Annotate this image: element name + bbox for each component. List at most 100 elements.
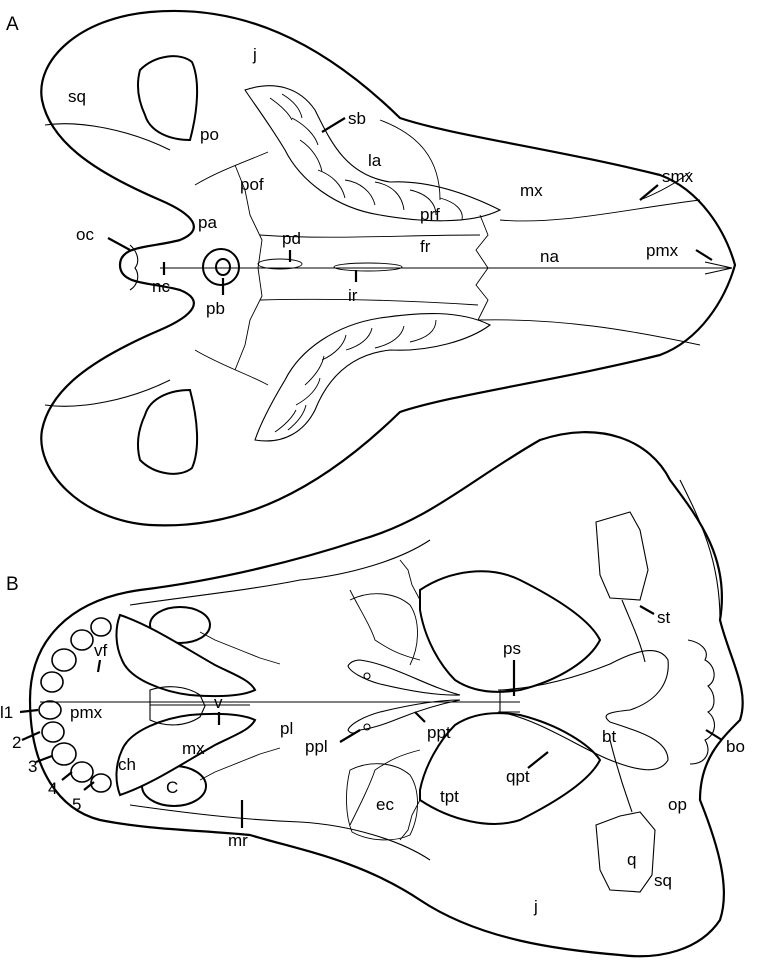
label-pl: pl: [280, 719, 293, 738]
right-orbit: [254, 312, 492, 442]
jugal-arch-ventral-upper: [399, 559, 421, 601]
squamosal-edge-b: [679, 479, 721, 621]
leader-5: [83, 781, 95, 791]
label-tpt: tpt: [440, 787, 459, 806]
choana-lower: [115, 712, 257, 797]
right-supraorbital-sutures: [274, 319, 437, 433]
subtemporal-fossa-upper: [419, 570, 602, 693]
tooth-c: [51, 648, 77, 672]
label-l1: l1: [0, 703, 13, 722]
frontal-line-upper: [259, 234, 481, 238]
label-la: la: [368, 151, 382, 170]
quadrate-block: [595, 811, 656, 893]
left-temporal-fenestra: [136, 55, 199, 142]
snout-tip: [704, 261, 733, 275]
label-sq-b: sq: [654, 871, 672, 890]
transverse-suture-upper: [349, 589, 421, 661]
leader-qpt: [527, 751, 549, 769]
quadrate-ramus: [609, 739, 633, 813]
leader-4: [61, 771, 73, 781]
postorbital-suture-lower: [194, 349, 269, 386]
label-ps: ps: [503, 639, 521, 658]
tooth-b: [70, 629, 94, 651]
label-pmx-a: pmx: [646, 241, 679, 260]
transverse-suture-lower: [349, 749, 421, 826]
ventral-view: B st ps vf l1 pmx v pl ppl ppt bt bo 2 3…: [0, 431, 745, 958]
label-st: st: [657, 608, 671, 627]
label-ir: ir: [348, 286, 358, 305]
pineal-boss-outer: [202, 248, 240, 286]
palatine-process-upper: [347, 659, 461, 696]
palatine-suture-upper: [199, 631, 281, 665]
label-sq-a: sq: [68, 87, 86, 106]
panel-label-a: A: [6, 14, 19, 35]
vomer: [149, 686, 206, 726]
label-po: po: [200, 125, 219, 144]
tooth-l1: [38, 700, 62, 720]
label-prf: prf: [420, 205, 440, 224]
label-op: op: [668, 795, 687, 814]
label-pb: pb: [206, 299, 225, 318]
leader-pmx-a: [695, 249, 713, 261]
leader-ppt: [414, 711, 426, 723]
label-t3: 3: [28, 757, 37, 776]
label-ppl: ppl: [305, 737, 328, 756]
label-oc: oc: [76, 225, 94, 244]
dorsal-view: A j sq po sb la pof mx smx prf oc pa pd …: [6, 9, 737, 527]
label-t2: 2: [12, 733, 21, 752]
basicranium: [499, 650, 669, 771]
tooth-2: [41, 721, 65, 743]
upper-ectopterygoid-outline: [349, 593, 418, 666]
tooth-3: [51, 742, 77, 766]
ventral-skull-outline: [28, 431, 744, 958]
maxilla-lateral-margin-lower: [129, 804, 431, 861]
label-t4: 4: [48, 779, 57, 798]
jugal-arch-ventral-lower: [399, 799, 421, 841]
label-nc: nc: [152, 277, 170, 296]
maxilla-nasal-lower: [477, 319, 701, 346]
tooth-a: [90, 617, 112, 637]
frontal-nasal-suture: [475, 214, 489, 321]
label-smx: smx: [662, 167, 694, 186]
label-sb: sb: [348, 109, 366, 128]
palatine-foramen-upper: [363, 672, 371, 680]
label-mx-a: mx: [520, 181, 543, 200]
label-qpt: qpt: [506, 767, 530, 786]
maxilla-lateral-margin-upper: [129, 539, 431, 606]
choana-upper: [115, 613, 257, 698]
stapes-block: [595, 511, 649, 601]
label-c: C: [166, 778, 178, 797]
frontal-line-lower: [259, 298, 479, 306]
label-na: na: [540, 247, 559, 266]
right-squamosal-edge: [44, 379, 171, 407]
label-pa: pa: [198, 213, 217, 232]
leader-2: [21, 730, 41, 742]
label-j-b: j: [533, 897, 538, 916]
interorbital-ridge: [333, 262, 403, 272]
occipital-margin: [687, 639, 715, 765]
label-j-a: j: [252, 45, 257, 64]
leader-l1: [19, 708, 39, 714]
leader-st: [639, 605, 655, 615]
panel-label-b: B: [6, 574, 19, 595]
palatine-suture-lower: [199, 747, 281, 781]
parietal-frontal-suture: [234, 164, 263, 371]
label-pof: pof: [240, 175, 264, 194]
label-vf: vf: [94, 641, 108, 660]
leader-bo: [705, 729, 723, 741]
occipital-notch: [129, 244, 139, 291]
right-temporal-fenestra: [136, 388, 199, 475]
leader-oc: [107, 237, 131, 251]
septomaxilla-line: [639, 171, 691, 201]
label-ppt: ppt: [427, 723, 451, 742]
label-q: q: [627, 850, 636, 869]
ectopterygoid-outline: [346, 763, 418, 841]
pineal-boss-inner: [215, 258, 231, 276]
maxilla-nasal-upper: [499, 199, 701, 222]
label-pd: pd: [282, 229, 301, 248]
left-orbit: [244, 85, 502, 222]
leader-smx: [639, 184, 659, 201]
leader-3: [35, 754, 53, 764]
